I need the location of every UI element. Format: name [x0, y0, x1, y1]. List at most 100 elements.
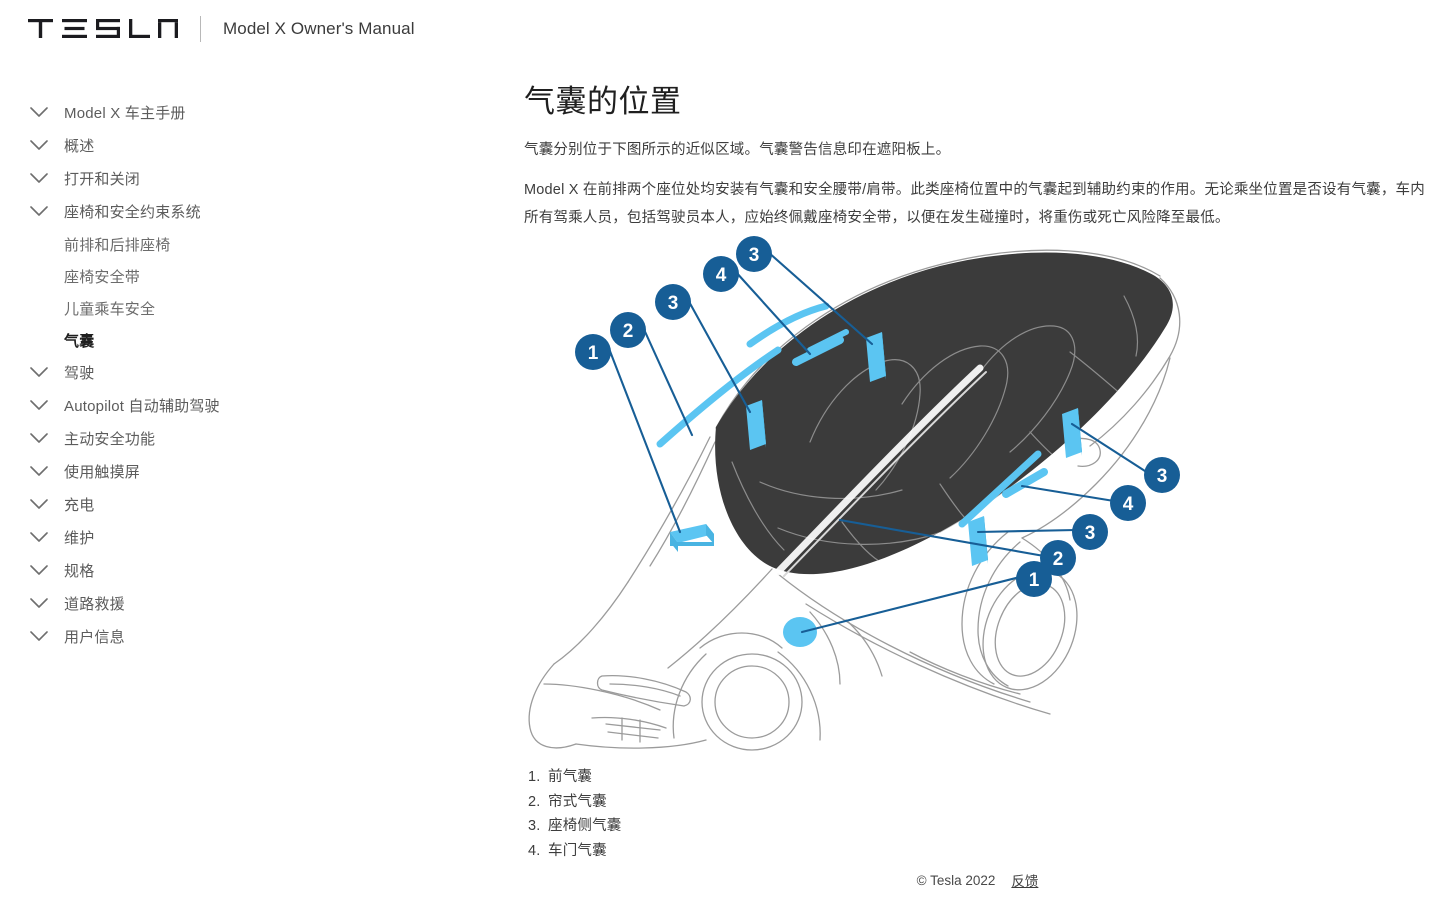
- callout-badge-right-2: 2: [1040, 540, 1076, 576]
- airbag-marker-door-left-2: [807, 329, 849, 353]
- airbag-legend-list: 1. 前气囊 2. 帘式气囊 3. 座椅侧气囊 4. 车门气囊: [528, 765, 622, 863]
- airbag-markers: [656, 302, 1082, 647]
- callout-badge-left-4: 4: [703, 256, 739, 292]
- airbag-location-diagram: 1 2 3 4 3: [510, 232, 1210, 752]
- sidebar-item-label: 气囊: [64, 332, 95, 350]
- sidebar-item-maintenance[interactable]: 维护: [0, 521, 500, 554]
- page-header: Model X Owner's Manual: [0, 0, 1455, 58]
- legend-item: 4. 车门气囊: [528, 839, 622, 864]
- sidebar-item-autopilot[interactable]: Autopilot 自动辅助驾驶: [0, 389, 500, 422]
- legend-item: 2. 帘式气囊: [528, 790, 622, 815]
- callout-number: 3: [668, 293, 679, 314]
- legend-label: 帘式气囊: [548, 793, 607, 810]
- sidebar-item-opening-closing[interactable]: 打开和关闭: [0, 162, 500, 195]
- sidebar-item-label: 用户信息: [64, 629, 125, 646]
- sidebar-item-airbags[interactable]: 气囊: [0, 324, 500, 356]
- legend-number: 2.: [528, 793, 541, 810]
- chevron-down-icon: [28, 560, 50, 582]
- chevron-down-icon: [28, 395, 50, 417]
- airbag-marker-curtain-left: [656, 346, 782, 448]
- chevron-down-icon: [28, 626, 50, 648]
- chevron-down-icon: [28, 593, 50, 615]
- callout-number: 1: [1029, 570, 1040, 591]
- sidebar-item-label: 规格: [64, 563, 95, 580]
- legend-label: 车门气囊: [548, 842, 607, 859]
- legend-item: 1. 前气囊: [528, 765, 622, 790]
- intro-paragraph-1: 气囊分别位于下图所示的近似区域。气囊警告信息印在遮阳板上。: [524, 141, 951, 158]
- sidebar-item-seats-restraints[interactable]: 座椅和安全约束系统: [0, 195, 500, 228]
- callout-badge-right-4: 4: [1110, 485, 1146, 521]
- sidebar-item-label: 概述: [64, 138, 95, 155]
- callout-badge-left-2: 2: [610, 312, 646, 348]
- main-content: 气囊的位置 气囊分别位于下图所示的近似区域。气囊警告信息印在遮阳板上。 Mode…: [500, 0, 1455, 897]
- callout-leader-lines: [606, 250, 1150, 634]
- airbag-marker-seat-side-1: [746, 400, 766, 450]
- legend-label: 座椅侧气囊: [548, 818, 622, 834]
- chevron-down-icon: [28, 362, 50, 384]
- sidebar-item-label: 主动安全功能: [64, 431, 156, 448]
- callout-number: 4: [1123, 494, 1134, 515]
- sidebar-item-charging[interactable]: 充电: [0, 488, 500, 521]
- page-title-header: Model X Owner's Manual: [223, 19, 415, 38]
- airbag-marker-front-passenger: [783, 617, 817, 647]
- airbag-marker-curtain-right: [958, 450, 1042, 528]
- chevron-down-icon: [28, 102, 50, 124]
- sidebar-item-label: 儿童乘车安全: [64, 300, 156, 318]
- sidebar-item-front-rear-seats[interactable]: 前排和后排座椅: [0, 228, 500, 260]
- sidebar-item-active-safety[interactable]: 主动安全功能: [0, 422, 500, 455]
- airbag-marker-seat-side-3: [968, 516, 988, 566]
- callout-number: 1: [588, 343, 599, 364]
- callout-number: 3: [1157, 466, 1168, 487]
- sidebar-item-label: 充电: [64, 497, 95, 514]
- chevron-down-icon: [28, 201, 50, 223]
- chevron-down-icon: [28, 168, 50, 190]
- sidebar-item-label: 道路救援: [64, 596, 125, 613]
- sidebar-navigation[interactable]: Model X 车主手册 概述 打开和关闭 座椅和安全约束系统 前排和后排座椅 …: [0, 96, 500, 653]
- callout-badge-right-3: 3: [1072, 514, 1108, 550]
- callout-number: 3: [749, 245, 760, 266]
- sidebar-item-overview[interactable]: 概述: [0, 129, 500, 162]
- callout-badge-left-5: 3: [736, 236, 772, 272]
- sidebar-item-seat-belts[interactable]: 座椅安全带: [0, 260, 500, 292]
- sidebar-item-touchscreen[interactable]: 使用触摸屏: [0, 455, 500, 488]
- sidebar-item-label: 使用触摸屏: [64, 464, 141, 481]
- feedback-link[interactable]: 反馈: [1011, 874, 1039, 889]
- airbag-marker-door-left: [792, 336, 844, 366]
- chevron-down-icon: [28, 135, 50, 157]
- chevron-down-icon: [28, 527, 50, 549]
- sidebar-item-roadside-assistance[interactable]: 道路救援: [0, 587, 500, 620]
- sidebar-item-label: 驾驶: [64, 365, 95, 382]
- header-divider: [200, 16, 201, 42]
- sidebar-item-specifications[interactable]: 规格: [0, 554, 500, 587]
- legend-number: 1.: [528, 769, 541, 785]
- airbag-marker-seat-side-4: [1062, 408, 1082, 458]
- callout-badge-left-3: 3: [655, 284, 691, 320]
- sidebar-item-driving[interactable]: 驾驶: [0, 356, 500, 389]
- sidebar-item-label: 维护: [64, 530, 95, 547]
- callout-badge-right-5: 3: [1144, 457, 1180, 493]
- sidebar-item-label: 前排和后排座椅: [64, 236, 171, 254]
- sidebar-item-model-x-manual[interactable]: Model X 车主手册: [0, 96, 500, 129]
- callout-number: 3: [1085, 523, 1096, 544]
- page-title: 气囊的位置: [524, 83, 682, 119]
- legend-item: 3. 座椅侧气囊: [528, 814, 622, 839]
- copyright-text: © Tesla 2022: [916, 872, 996, 888]
- legend-label: 前气囊: [548, 769, 593, 785]
- callout-number: 2: [1053, 549, 1064, 570]
- legend-number: 3.: [528, 818, 541, 834]
- chevron-down-icon: [28, 461, 50, 483]
- cabin-cutaway: [715, 252, 1173, 577]
- sidebar-item-user-information[interactable]: 用户信息: [0, 620, 500, 653]
- callout-number: 4: [716, 265, 727, 286]
- tesla-logo[interactable]: [28, 19, 178, 39]
- sidebar-item-child-safety[interactable]: 儿童乘车安全: [0, 292, 500, 324]
- sidebar-item-label: 座椅和安全约束系统: [64, 204, 201, 221]
- airbag-marker-front-driver: [670, 524, 714, 552]
- car-body-outline: [528, 249, 1181, 751]
- page-footer: © Tesla 2022 反馈: [500, 870, 1455, 890]
- sidebar-item-label: 打开和关闭: [64, 171, 141, 188]
- callout-badge-left-1: 1: [575, 334, 611, 370]
- sidebar-item-label: Model X 车主手册: [64, 105, 186, 122]
- callout-badge-right-1: 1: [1016, 561, 1052, 597]
- callout-badges: 1 2 3 4 3: [575, 236, 1180, 597]
